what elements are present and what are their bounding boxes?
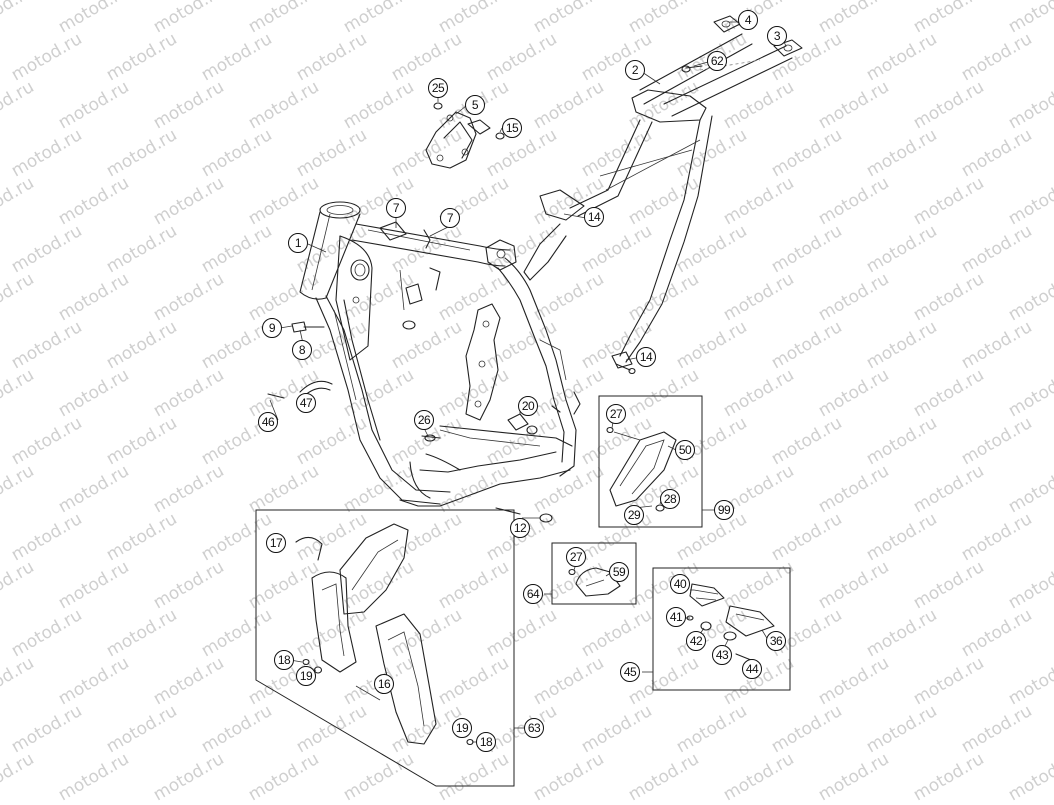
callout-36[interactable]: 36 bbox=[766, 631, 786, 651]
callout-25[interactable]: 25 bbox=[428, 78, 448, 98]
callout-45[interactable]: 45 bbox=[620, 662, 640, 682]
leader-lines bbox=[269, 21, 787, 743]
callout-43[interactable]: 43 bbox=[712, 645, 732, 665]
callout-27a[interactable]: 27 bbox=[606, 404, 626, 424]
subframe-drawing bbox=[523, 15, 803, 375]
callout-47[interactable]: 47 bbox=[296, 393, 316, 413]
callout-9[interactable]: 9 bbox=[262, 318, 282, 338]
callout-2[interactable]: 2 bbox=[625, 60, 645, 80]
callout-17[interactable]: 17 bbox=[266, 533, 286, 553]
guard-99-drawing bbox=[606, 426, 677, 512]
callout-8[interactable]: 8 bbox=[292, 340, 312, 360]
group-box-45 bbox=[652, 567, 791, 691]
callout-27b[interactable]: 27 bbox=[566, 547, 586, 567]
callout-46[interactable]: 46 bbox=[258, 412, 278, 432]
main-frame-drawing bbox=[267, 201, 581, 523]
callout-50[interactable]: 50 bbox=[675, 440, 695, 460]
callout-12[interactable]: 12 bbox=[510, 518, 530, 538]
callout-15[interactable]: 15 bbox=[502, 118, 522, 138]
callout-18a[interactable]: 18 bbox=[274, 650, 294, 670]
callout-18b[interactable]: 18 bbox=[476, 732, 496, 752]
callout-5[interactable]: 5 bbox=[465, 95, 485, 115]
bracket-64-drawing bbox=[568, 567, 621, 597]
callout-63[interactable]: 63 bbox=[524, 718, 544, 738]
linkage-plates-drawing bbox=[425, 102, 505, 169]
callout-14a[interactable]: 14 bbox=[584, 207, 604, 227]
guard-63-drawing bbox=[295, 523, 474, 746]
callout-44[interactable]: 44 bbox=[742, 659, 762, 679]
group-box-99 bbox=[598, 395, 703, 528]
callout-99[interactable]: 99 bbox=[714, 500, 734, 520]
callout-3[interactable]: 3 bbox=[767, 26, 787, 46]
callout-26[interactable]: 26 bbox=[414, 410, 434, 430]
callout-40[interactable]: 40 bbox=[670, 574, 690, 594]
callout-1[interactable]: 1 bbox=[288, 233, 308, 253]
callout-62[interactable]: 62 bbox=[707, 51, 727, 71]
callout-19a[interactable]: 19 bbox=[296, 666, 316, 686]
callout-64[interactable]: 64 bbox=[523, 584, 543, 604]
group-box-63 bbox=[255, 509, 515, 787]
callout-4[interactable]: 4 bbox=[738, 10, 758, 30]
callout-59[interactable]: 59 bbox=[609, 562, 629, 582]
callout-20[interactable]: 20 bbox=[518, 396, 538, 416]
callout-7a[interactable]: 7 bbox=[386, 198, 406, 218]
group-box-64 bbox=[551, 542, 637, 605]
callout-28[interactable]: 28 bbox=[660, 489, 680, 509]
callout-41[interactable]: 41 bbox=[666, 607, 686, 627]
callout-16[interactable]: 16 bbox=[374, 674, 394, 694]
callout-42[interactable]: 42 bbox=[686, 631, 706, 651]
callout-29[interactable]: 29 bbox=[624, 505, 644, 525]
callout-14b[interactable]: 14 bbox=[636, 347, 656, 367]
footpeg-45-drawing bbox=[686, 583, 775, 663]
callout-7b[interactable]: 7 bbox=[440, 208, 460, 228]
callout-19b[interactable]: 19 bbox=[452, 718, 472, 738]
